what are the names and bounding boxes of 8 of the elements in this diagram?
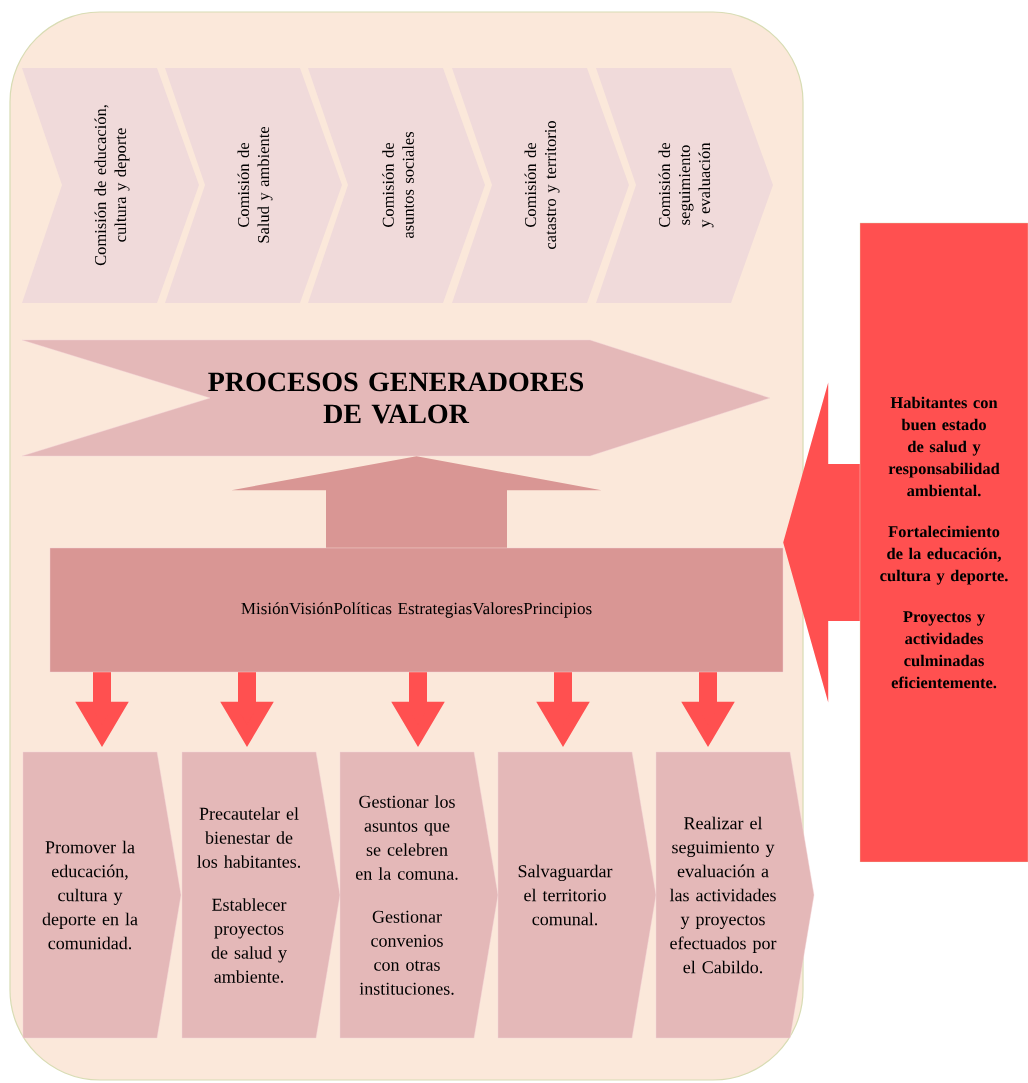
node-label: Comisión de seguimiento y evaluación: [658, 142, 714, 228]
node-label: Comisión de Salud y ambiente: [237, 126, 273, 243]
process-box: MisiónVisiónPolíticas EstrategiasValoresPrincipios: [49, 547, 784, 673]
block-arrow: [783, 382, 860, 703]
callout-box: Habitantes con buen estado de salud y responsabilidad ambiental. Fortalecimiento de la educación, cultura y deporte. Proyectos y actividades culminadas eficientemente.: [859, 222, 1028, 863]
node-label: Comisión de catastro y territorio: [524, 121, 560, 249]
node-label: Comisión de asuntos sociales: [382, 131, 414, 239]
node-label: Comisión de educación, cultura y deporte: [94, 105, 130, 266]
